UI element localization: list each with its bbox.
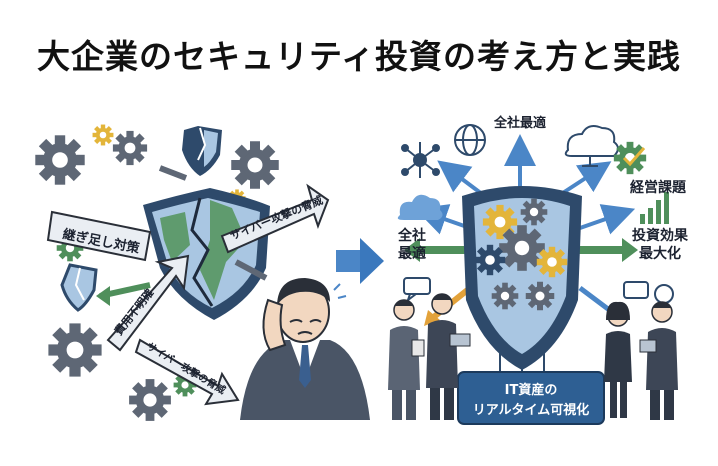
gear-icon — [93, 125, 114, 146]
bar-chart-icon — [640, 192, 669, 224]
company-optimal-left-label-1: 全社 — [397, 227, 426, 244]
network-icon — [402, 142, 439, 178]
company-optimal-left-label-2: 最適 — [398, 245, 426, 262]
cost-unclear-banner: 費用不明確 — [108, 256, 188, 350]
stressed-businessman — [240, 278, 370, 420]
left-panel: 継ぎ足し対策 サイバー攻撃の脅威 費用不明確 サイバー攻撃の脅威 — [35, 125, 370, 421]
business-person — [388, 300, 424, 420]
company-optimal-top-label: 全社最適 — [493, 115, 546, 131]
transition-arrow — [336, 238, 384, 284]
globe-icon — [455, 125, 485, 155]
it-asset-panel: IT資産の リアルタイム可視化 — [458, 372, 604, 424]
broken-shield-icon — [182, 126, 222, 176]
cloud-icon — [566, 126, 618, 166]
gear-icon — [113, 131, 147, 165]
gear-icon — [231, 141, 279, 189]
roi-label-2: 最大化 — [639, 245, 681, 262]
target-gear-icon — [614, 142, 646, 174]
secure-shield-icon — [462, 186, 582, 370]
it-asset-label-1: IT資産の — [505, 382, 558, 398]
roi-label-1: 投資効果 — [632, 227, 689, 244]
gear-icon — [48, 323, 101, 376]
cracked-shield-icon — [143, 188, 270, 320]
business-person — [604, 302, 632, 418]
cloud-icon — [398, 195, 443, 220]
business-person — [640, 302, 678, 420]
gear-icon — [129, 379, 171, 421]
management-issue-label: 経営課題 — [630, 179, 687, 196]
gear-icon — [35, 135, 84, 184]
right-panel: IT資産の リアルタイム可視化 — [388, 115, 689, 424]
broken-shield-icon — [62, 265, 96, 310]
it-asset-label-2: リアルタイム可視化 — [473, 402, 590, 418]
